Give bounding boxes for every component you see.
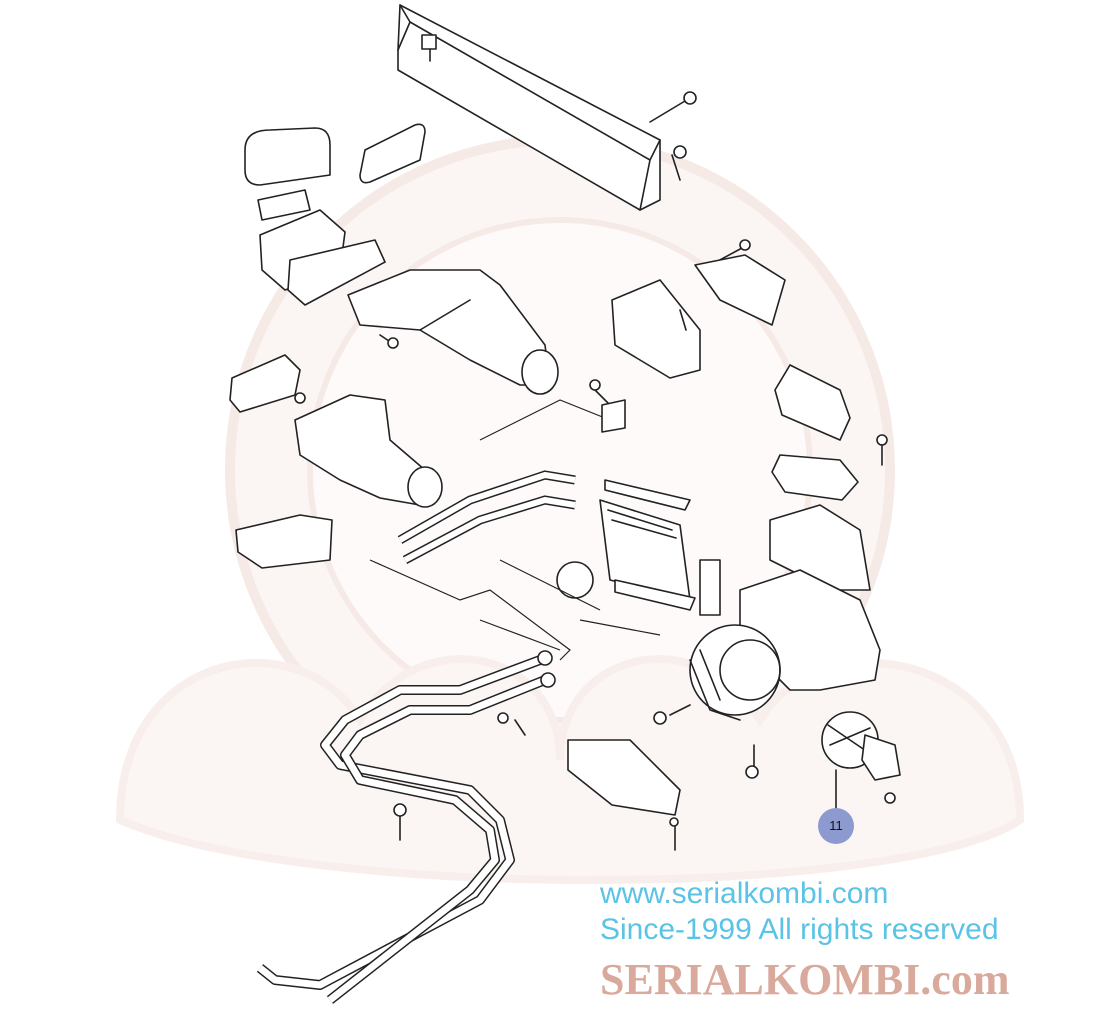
- blower-motor: [821, 711, 901, 809]
- lower-parts: [393, 704, 759, 851]
- left-lower-vent-assembly: [229, 354, 443, 569]
- assembly-lines: [479, 559, 661, 651]
- watermark-arc-text: www.serialkombi.com Since-1999 All right…: [600, 877, 999, 946]
- callout-badge-11[interactable]: 11: [818, 808, 854, 844]
- left-vent-assembly: [244, 123, 559, 395]
- heater-box-housing: [689, 364, 888, 721]
- heater-core: [599, 479, 721, 616]
- heater-hoses: [369, 399, 611, 661]
- watermark-brand-text: SERIALKOMBI.com: [600, 955, 1010, 1004]
- coolant-pipes: [256, 650, 556, 1004]
- dash-crossmember: [397, 4, 661, 211]
- center-brackets: [589, 254, 786, 433]
